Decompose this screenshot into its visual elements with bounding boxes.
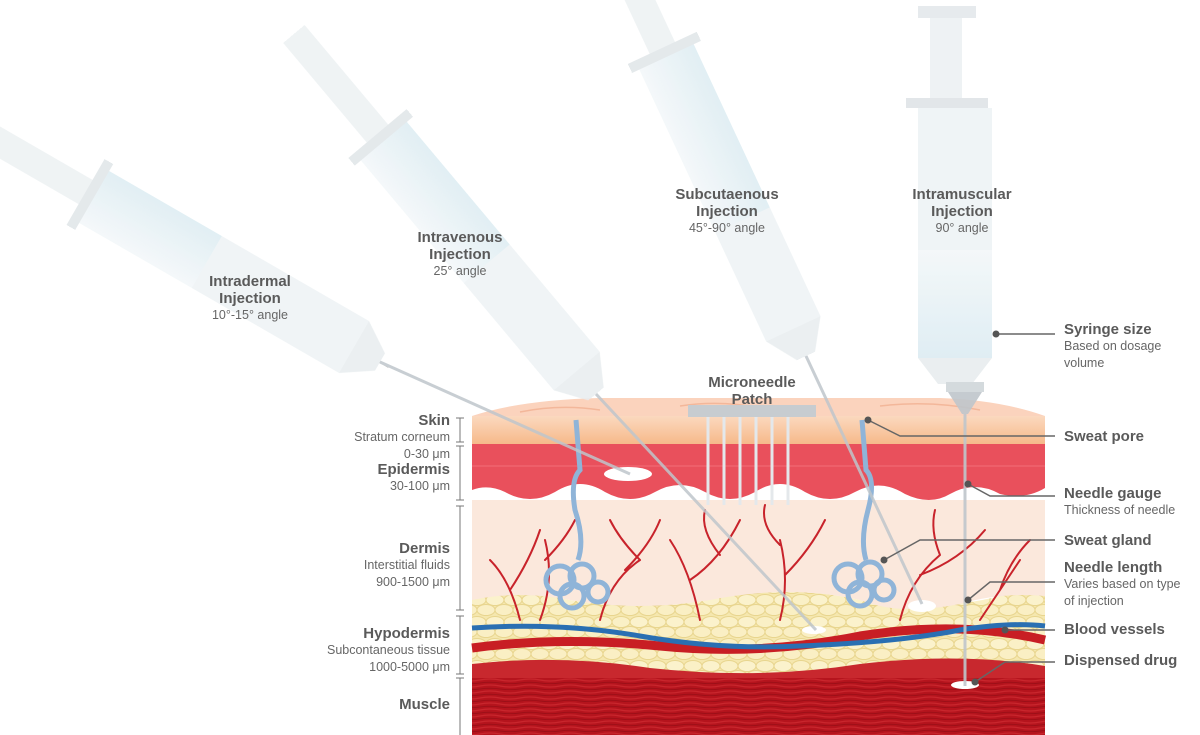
label-skin: Skin Stratum corneum 0-30 μm <box>290 412 450 463</box>
subcutaneous-angle: 45°-90° angle <box>688 221 766 235</box>
callout-needle-length: Needle length Varies based on type of in… <box>1064 559 1181 610</box>
capillaries <box>489 504 1031 621</box>
callout-sweat-gland: Sweat gland <box>1064 532 1152 549</box>
intravenous-title-1: Intravenous <box>417 229 503 246</box>
intramuscular-title-1: Intramuscular <box>912 186 1012 203</box>
syringe-intradermal <box>0 114 631 476</box>
label-epidermis: Epidermis 30-100 μm <box>290 461 450 495</box>
needle-length-line2: of injection <box>1064 594 1124 608</box>
syringe-subcutaneous <box>594 0 924 605</box>
syringe-size-name: Syringe size <box>1064 321 1152 338</box>
label-subcutaneous: Subcutaenous Injection 45°-90° angle <box>657 186 797 237</box>
patch-title-2: Patch <box>731 391 773 408</box>
callout-sweat-pore: Sweat pore <box>1064 428 1144 445</box>
sweat-gland-right <box>831 419 897 609</box>
tissue-block <box>471 398 1047 735</box>
callout-leaders <box>867 333 1055 683</box>
label-microneedle-patch: Microneedle Patch <box>682 374 822 408</box>
dermis-line2: 900-1500 μm <box>376 575 450 589</box>
muscle-name: Muscle <box>399 696 450 713</box>
sweat-pore-name: Sweat pore <box>1064 428 1145 445</box>
callout-syringe-size: Syringe size Based on dosage volume <box>1064 321 1161 372</box>
blood-vessels-name: Blood vessels <box>1064 621 1165 638</box>
patch-title-1: Microneedle <box>708 374 796 391</box>
vein <box>471 622 1046 650</box>
callout-dots <box>864 330 1009 686</box>
dermis-line1: Interstitial fluids <box>363 558 450 572</box>
intramuscular-title-2: Injection <box>931 203 993 220</box>
callout-dispensed-drug: Dispensed drug <box>1064 652 1177 669</box>
skin-line2: 0-30 μm <box>403 447 450 461</box>
hypodermis-line1: Subcontaneous tissue <box>326 643 450 657</box>
label-intramuscular: Intramuscular Injection 90° angle <box>892 186 1032 237</box>
muscle-layer <box>472 674 1045 735</box>
skin-name: Skin <box>418 412 450 429</box>
dispensed-drug-name: Dispensed drug <box>1064 652 1178 669</box>
syringe-intramuscular <box>906 6 992 686</box>
intramuscular-angle: 90° angle <box>935 221 989 235</box>
epidermis-line1: 30-100 μm <box>389 479 450 493</box>
syringe-intravenous <box>283 24 818 632</box>
skin-line1: Stratum corneum <box>354 430 450 444</box>
epidermis-name: Epidermis <box>377 461 450 478</box>
subcutaneous-title-1: Subcutaenous <box>675 186 779 203</box>
needle-gauge-name: Needle gauge <box>1064 485 1162 502</box>
callout-needle-gauge: Needle gauge Thickness of needle <box>1064 485 1175 519</box>
needle-length-name: Needle length <box>1064 559 1163 576</box>
sweat-gland-left <box>543 419 611 611</box>
intravenous-title-2: Injection <box>429 246 491 263</box>
sweat-gland-name: Sweat gland <box>1064 532 1152 549</box>
dermis-name: Dermis <box>399 540 450 557</box>
label-intradermal: Intradermal Injection 10°-15° angle <box>180 273 320 324</box>
dermis-layer <box>472 500 1045 610</box>
needle-length-line1: Varies based on type <box>1064 577 1181 591</box>
skin-layer <box>472 416 1045 444</box>
subcutaneous-title-2: Injection <box>696 203 758 220</box>
subcut-deposit <box>908 600 936 612</box>
label-dermis: Dermis Interstitial fluids 900-1500 μm <box>290 540 450 591</box>
intradermal-title-1: Intradermal <box>209 273 291 290</box>
intravenous-angle: 25° angle <box>433 264 487 278</box>
needle-gauge-line1: Thickness of needle <box>1064 503 1176 517</box>
label-muscle: Muscle <box>290 696 450 713</box>
layer-brackets <box>456 417 464 735</box>
syringe-size-line1: Based on dosage <box>1064 339 1162 353</box>
callout-blood-vessels: Blood vessels <box>1064 621 1165 638</box>
microneedle-patch <box>688 405 816 505</box>
hypodermis-line2: 1000-5000 μm <box>369 660 450 674</box>
epidermis-layer <box>472 443 1045 500</box>
intradermal-title-2: Injection <box>219 290 281 307</box>
hypodermis-name: Hypodermis <box>363 625 450 642</box>
intradermal-angle: 10°-15° angle <box>211 308 289 322</box>
label-intravenous: Intravenous Injection 25° angle <box>390 229 530 280</box>
syringe-size-line2: volume <box>1064 356 1105 370</box>
label-hypodermis: Hypodermis Subcontaneous tissue 1000-500… <box>290 625 450 676</box>
